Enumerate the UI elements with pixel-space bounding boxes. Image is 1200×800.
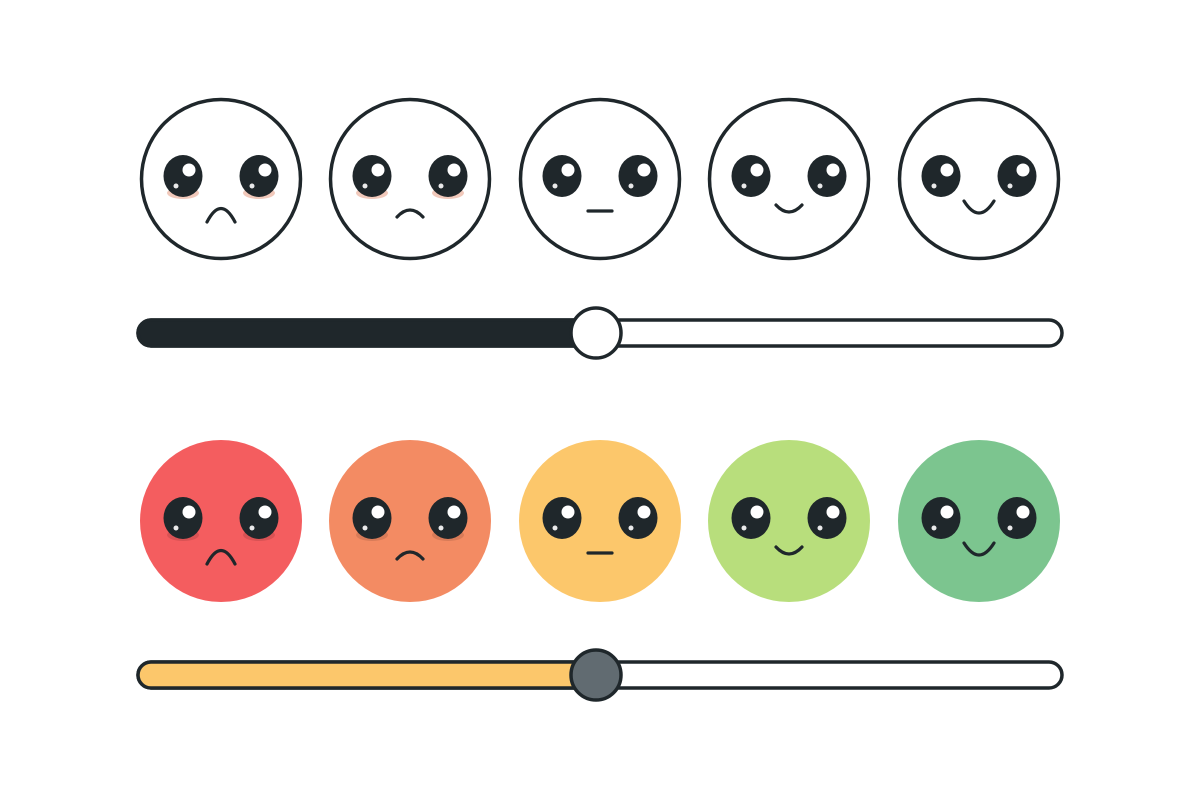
eye [428,497,468,539]
eye [428,155,468,197]
mouth [962,199,996,215]
eye [239,497,279,539]
slightly-sad-face [329,440,491,602]
mouth [774,545,804,556]
face-head [519,440,681,602]
face-head [328,97,492,261]
face-head [329,440,491,602]
slider-thumb[interactable] [569,648,623,702]
eye [807,497,847,539]
eye [921,497,961,539]
eye [731,155,771,197]
face-head [708,440,870,602]
slightly-happy-face-icon [731,155,847,214]
eye [731,497,771,539]
mouth [962,541,996,557]
neutral-face-icon [542,155,658,213]
sad-face-icon [163,497,279,566]
sad-face-icon [163,155,279,224]
slider-thumb[interactable] [569,306,623,360]
happy-face-icon [921,155,1037,215]
mouth [205,548,237,566]
face-head [518,97,682,261]
eye [807,155,847,197]
eye [239,155,279,197]
eye [997,497,1037,539]
face-head [140,440,302,602]
slightly-sad-face-icon [352,155,468,219]
eye [542,497,582,539]
eye [352,497,392,539]
slightly-happy-face [707,97,871,261]
eye [163,155,203,197]
mouth [774,203,804,214]
sad-face [139,97,303,261]
face-head [898,440,1060,602]
eye [542,155,582,197]
mouth [395,550,425,561]
happy-face [898,440,1060,602]
eye [618,497,658,539]
neutral-face [519,440,681,602]
eye [163,497,203,539]
slightly-sad-face [328,97,492,261]
eye [618,155,658,197]
eye [921,155,961,197]
mouth [205,206,237,224]
neutral-face [518,97,682,261]
neutral-face-icon [542,497,658,555]
slightly-happy-face-icon [731,497,847,556]
slightly-happy-face [708,440,870,602]
eye [997,155,1037,197]
face-head [139,97,303,261]
happy-face-icon [921,497,1037,557]
eye [352,155,392,197]
sad-face [140,440,302,602]
happy-face [897,97,1061,261]
face-head [897,97,1061,261]
mouth [395,208,425,219]
face-head [707,97,871,261]
slightly-sad-face-icon [352,497,468,561]
